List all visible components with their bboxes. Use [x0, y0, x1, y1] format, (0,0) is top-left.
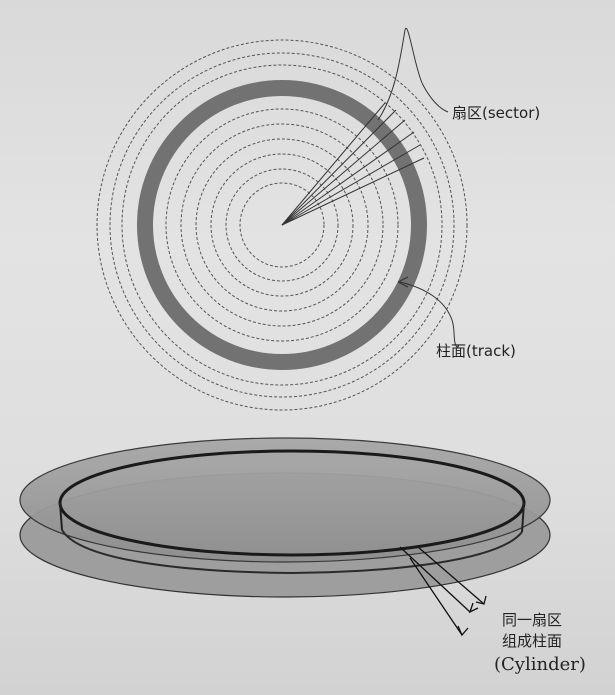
disk-top-view: 扇区(sector) 柱面(track) [96, 27, 540, 411]
track-leader-line [399, 281, 459, 349]
sector-leader-line [377, 27, 449, 121]
track-ring [195, 138, 369, 312]
cylinder-label-line1: 同一扇区 [502, 611, 562, 629]
cylinder-label-line3: (Cylinder) [494, 654, 586, 675]
upper-platter [19, 437, 551, 563]
track-leader-arrow [397, 276, 409, 288]
track-ring [165, 108, 399, 342]
track-ring [180, 123, 384, 327]
sector-label: 扇区(sector) [452, 104, 540, 122]
track-ring [239, 182, 325, 268]
track-label: 柱面(track) [436, 342, 516, 360]
highlighted-track-band [137, 80, 427, 370]
sector-lines [281, 102, 425, 226]
disk-stack-view: 同一扇区 组成柱面 (Cylinder) [19, 437, 586, 675]
cylinder-arrows [399, 546, 487, 637]
track-ring [96, 39, 468, 411]
track-ring [225, 168, 339, 282]
track-ring [109, 52, 455, 398]
track-ring [210, 153, 354, 297]
cylinder-label-line2: 组成柱面 [502, 632, 562, 650]
cylinder-edge [59, 502, 525, 533]
track-ring [121, 64, 443, 386]
lower-track [61, 529, 523, 575]
